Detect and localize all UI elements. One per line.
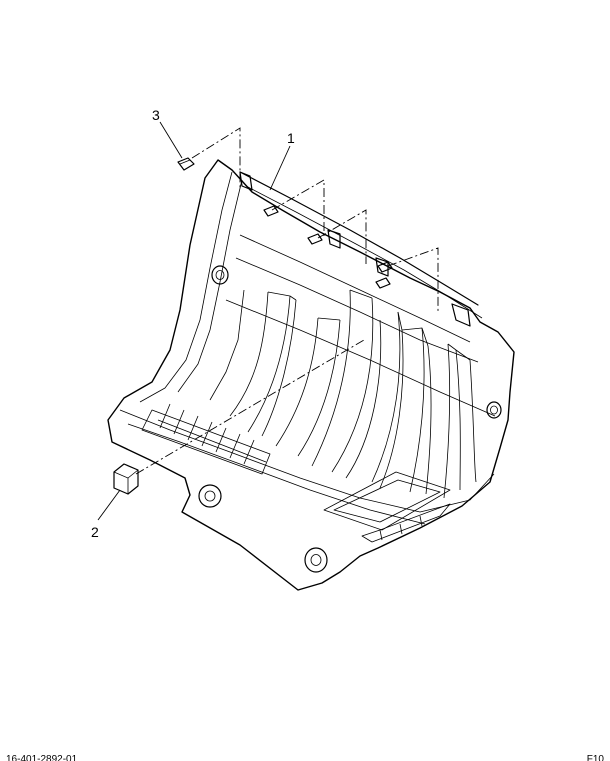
leader-line-1: [269, 145, 291, 191]
mounting-boss-front: [198, 484, 222, 508]
plug-part-2: [113, 463, 139, 495]
callout-2: 2: [91, 524, 99, 540]
vent-slots: [141, 403, 271, 475]
clip-4: [375, 277, 391, 289]
clip-3: [377, 261, 393, 273]
callout-3: 3: [152, 107, 160, 123]
leader-line-3: [159, 121, 183, 159]
assembly-lines: [135, 127, 439, 475]
clip-2: [307, 233, 323, 245]
mounting-boss-right: [486, 401, 502, 419]
mounting-boss-bottom: [304, 547, 328, 573]
drawing-number: 16-401-2892-01: [6, 755, 78, 761]
clip-1: [263, 205, 279, 217]
floor-panel: [107, 159, 515, 591]
mounting-boss-left: [211, 265, 229, 285]
clip-part-3: [177, 157, 195, 171]
leader-line-2: [97, 489, 121, 521]
callout-1: 1: [287, 130, 295, 146]
figure-code: F10: [586, 755, 604, 761]
